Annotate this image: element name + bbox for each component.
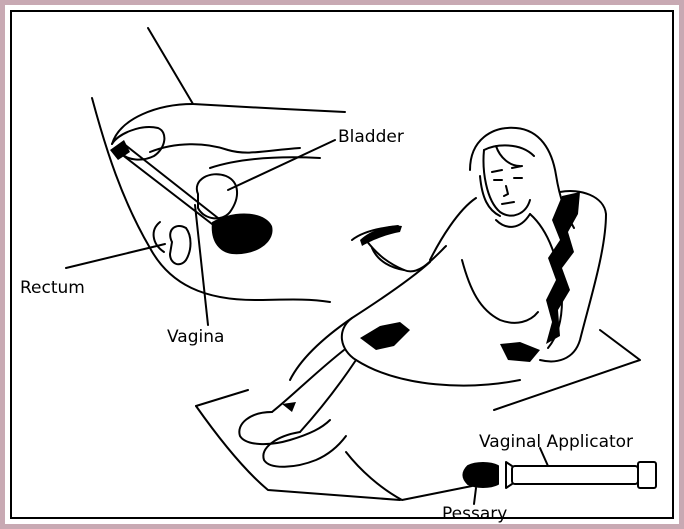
eyebrows xyxy=(492,166,522,172)
towel xyxy=(196,330,640,500)
vagina-line xyxy=(195,205,208,325)
label-pessary: Pessary xyxy=(442,504,507,524)
eyes xyxy=(494,178,522,180)
label-rectum: Rectum xyxy=(20,278,85,298)
label-bladder: Bladder xyxy=(338,127,404,147)
applicator-diagram xyxy=(474,448,656,504)
upper-leg xyxy=(290,318,352,380)
thigh-outline xyxy=(148,28,345,112)
rectum-shape xyxy=(170,226,191,264)
rectum-pointer xyxy=(66,244,165,268)
vaginal-applicator-body xyxy=(512,466,638,484)
foot-2 xyxy=(263,432,346,467)
face xyxy=(484,150,530,216)
label-vagina: Vagina xyxy=(167,327,224,347)
pessary-in-vagina xyxy=(212,213,273,254)
pessary-pointer xyxy=(474,488,476,504)
raised-arm xyxy=(366,240,446,271)
bladder-pointer xyxy=(228,140,335,190)
uterus-line xyxy=(210,157,320,168)
anatomy-cross-section xyxy=(66,28,345,325)
foot-1 xyxy=(239,412,330,444)
nose-mouth xyxy=(502,186,514,204)
inner-contour xyxy=(150,144,300,152)
bladder-shape xyxy=(197,174,237,218)
body-outline xyxy=(92,98,330,302)
lower-leg-1 xyxy=(272,350,344,412)
resting-arm xyxy=(462,260,538,323)
pessary-shape xyxy=(464,463,499,487)
buttock-contour xyxy=(112,104,193,144)
skirt xyxy=(342,262,520,385)
wall-curve xyxy=(154,222,164,252)
applicator-plunger-cap xyxy=(638,462,656,488)
label-vaginal-applicator: Vaginal Applicator xyxy=(479,432,633,452)
